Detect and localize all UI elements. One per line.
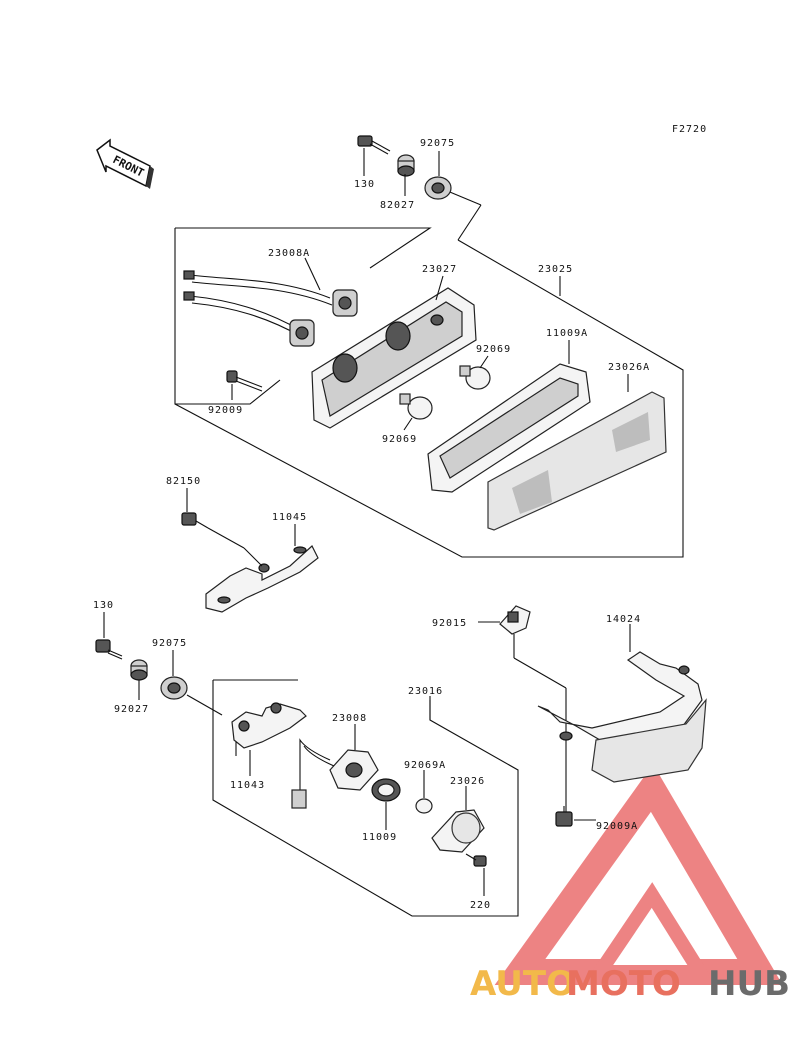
label-11043: 11043 [230, 780, 265, 791]
label-130-top: 130 [354, 179, 375, 190]
diagram-code: F2720 [672, 124, 707, 135]
label-23016: 23016 [408, 686, 443, 697]
part-labels: 130 82027 92075 23008A 23027 23025 11009… [93, 138, 650, 911]
front-arrow-icon: FRONT [96, 138, 154, 189]
label-220: 220 [470, 900, 491, 911]
label-92009a: 92009A [596, 821, 638, 832]
label-92075-top: 92075 [420, 138, 455, 149]
label-92015: 92015 [432, 618, 467, 629]
label-82027-top: 82027 [380, 200, 415, 211]
label-92009: 92009 [208, 405, 243, 416]
grommet-92075-mid [160, 676, 223, 716]
label-130-mid: 130 [93, 600, 114, 611]
fender-14024 [537, 651, 707, 783]
gasket-11009 [371, 778, 401, 802]
label-23026a: 23026A [608, 362, 650, 373]
label-23025: 23025 [538, 264, 573, 275]
lens-23026 [431, 809, 485, 853]
lens-23026a [487, 391, 667, 531]
label-14024: 14024 [606, 614, 641, 625]
collar-82027-top [397, 154, 415, 177]
bulb-92069-upper [459, 365, 491, 390]
lamp-housing-23027 [311, 287, 477, 429]
bracket-11045 [205, 527, 319, 613]
wiring-harness-23008a [183, 270, 358, 347]
tail-light-assembly-frame [174, 189, 684, 558]
watermark-moto: MOTO [566, 964, 681, 1004]
bolt-92009a [555, 806, 573, 827]
screw-220 [465, 853, 487, 867]
label-92069-lower: 92069 [382, 434, 417, 445]
label-11009a: 11009A [546, 328, 588, 339]
label-23026: 23026 [450, 776, 485, 787]
clip-nut-92015 [499, 605, 567, 812]
bolt-130-top [357, 135, 391, 155]
label-11009: 11009 [362, 832, 397, 843]
bolt-82150 [181, 512, 209, 529]
screw-92009 [226, 370, 263, 392]
label-23027: 23027 [422, 264, 457, 275]
bulb-92069-lower [399, 393, 433, 420]
gasket-11009a [427, 363, 591, 493]
label-23008: 23008 [332, 713, 367, 724]
label-92027-mid: 92027 [114, 704, 149, 715]
bracket-11043 [231, 702, 307, 756]
label-92075-mid: 92075 [152, 638, 187, 649]
watermark-logo [494, 764, 783, 985]
watermark-text: AUTO MOTO HUB [470, 964, 790, 1004]
bulb-92069a [415, 798, 433, 814]
watermark-hub: HUB [708, 964, 790, 1004]
label-92069-upper: 92069 [476, 344, 511, 355]
leader-lines [103, 148, 631, 896]
socket-23008 [291, 738, 379, 809]
label-11045: 11045 [272, 512, 307, 523]
grommet-92075-top [424, 176, 452, 200]
watermark-auto: AUTO [470, 964, 575, 1004]
bolt-130-mid [95, 639, 123, 660]
label-82150: 82150 [166, 476, 201, 487]
label-23008a: 23008A [268, 248, 310, 259]
collar-92027-mid [130, 659, 148, 681]
label-92069a: 92069A [404, 760, 446, 771]
